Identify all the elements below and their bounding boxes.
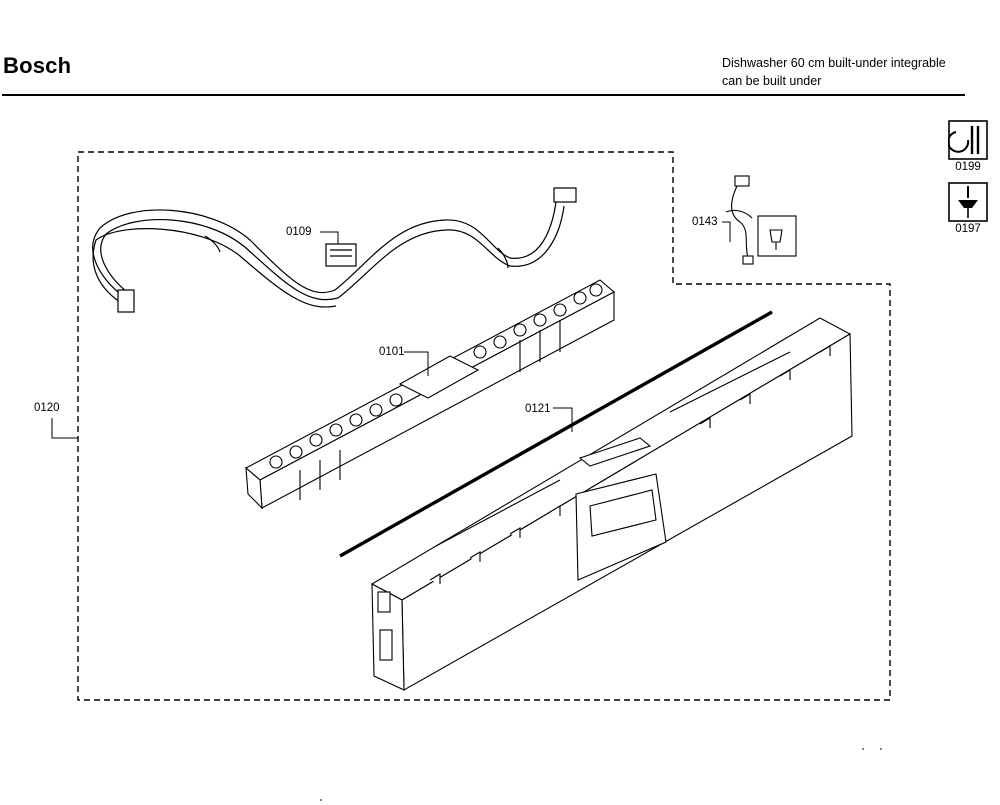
callout-0120: 0120 [34, 402, 60, 414]
control-panel-fascia [370, 317, 853, 691]
callout-0109: 0109 [286, 226, 312, 238]
callout-0121: 0121 [525, 403, 551, 415]
description-line-2: can be built under [722, 74, 822, 88]
callout-0101: 0101 [379, 346, 405, 358]
seal-strip-0121 [339, 310, 773, 561]
control-board-0101 [245, 279, 615, 510]
description-line-1: Dishwasher 60 cm built-under integrable [722, 56, 946, 70]
callout-0143: 0143 [692, 216, 718, 228]
assembly-boundary [77, 151, 891, 701]
symbol-0199 [947, 120, 988, 165]
diagram-description: Dishwasher 60 cm built-under integrable … [722, 54, 946, 90]
header-rule [2, 94, 965, 96]
symbol-0197-label: 0197 [955, 223, 981, 235]
fastener-tool-icon [948, 182, 988, 222]
symbol-0197 [948, 182, 988, 227]
brand-title: Bosch [3, 53, 72, 78]
wrench-tool-icon [947, 120, 988, 160]
symbol-0199-label: 0199 [955, 161, 981, 173]
sensor-cable-0143 [725, 175, 797, 265]
wire-harness-0109 [92, 187, 577, 313]
